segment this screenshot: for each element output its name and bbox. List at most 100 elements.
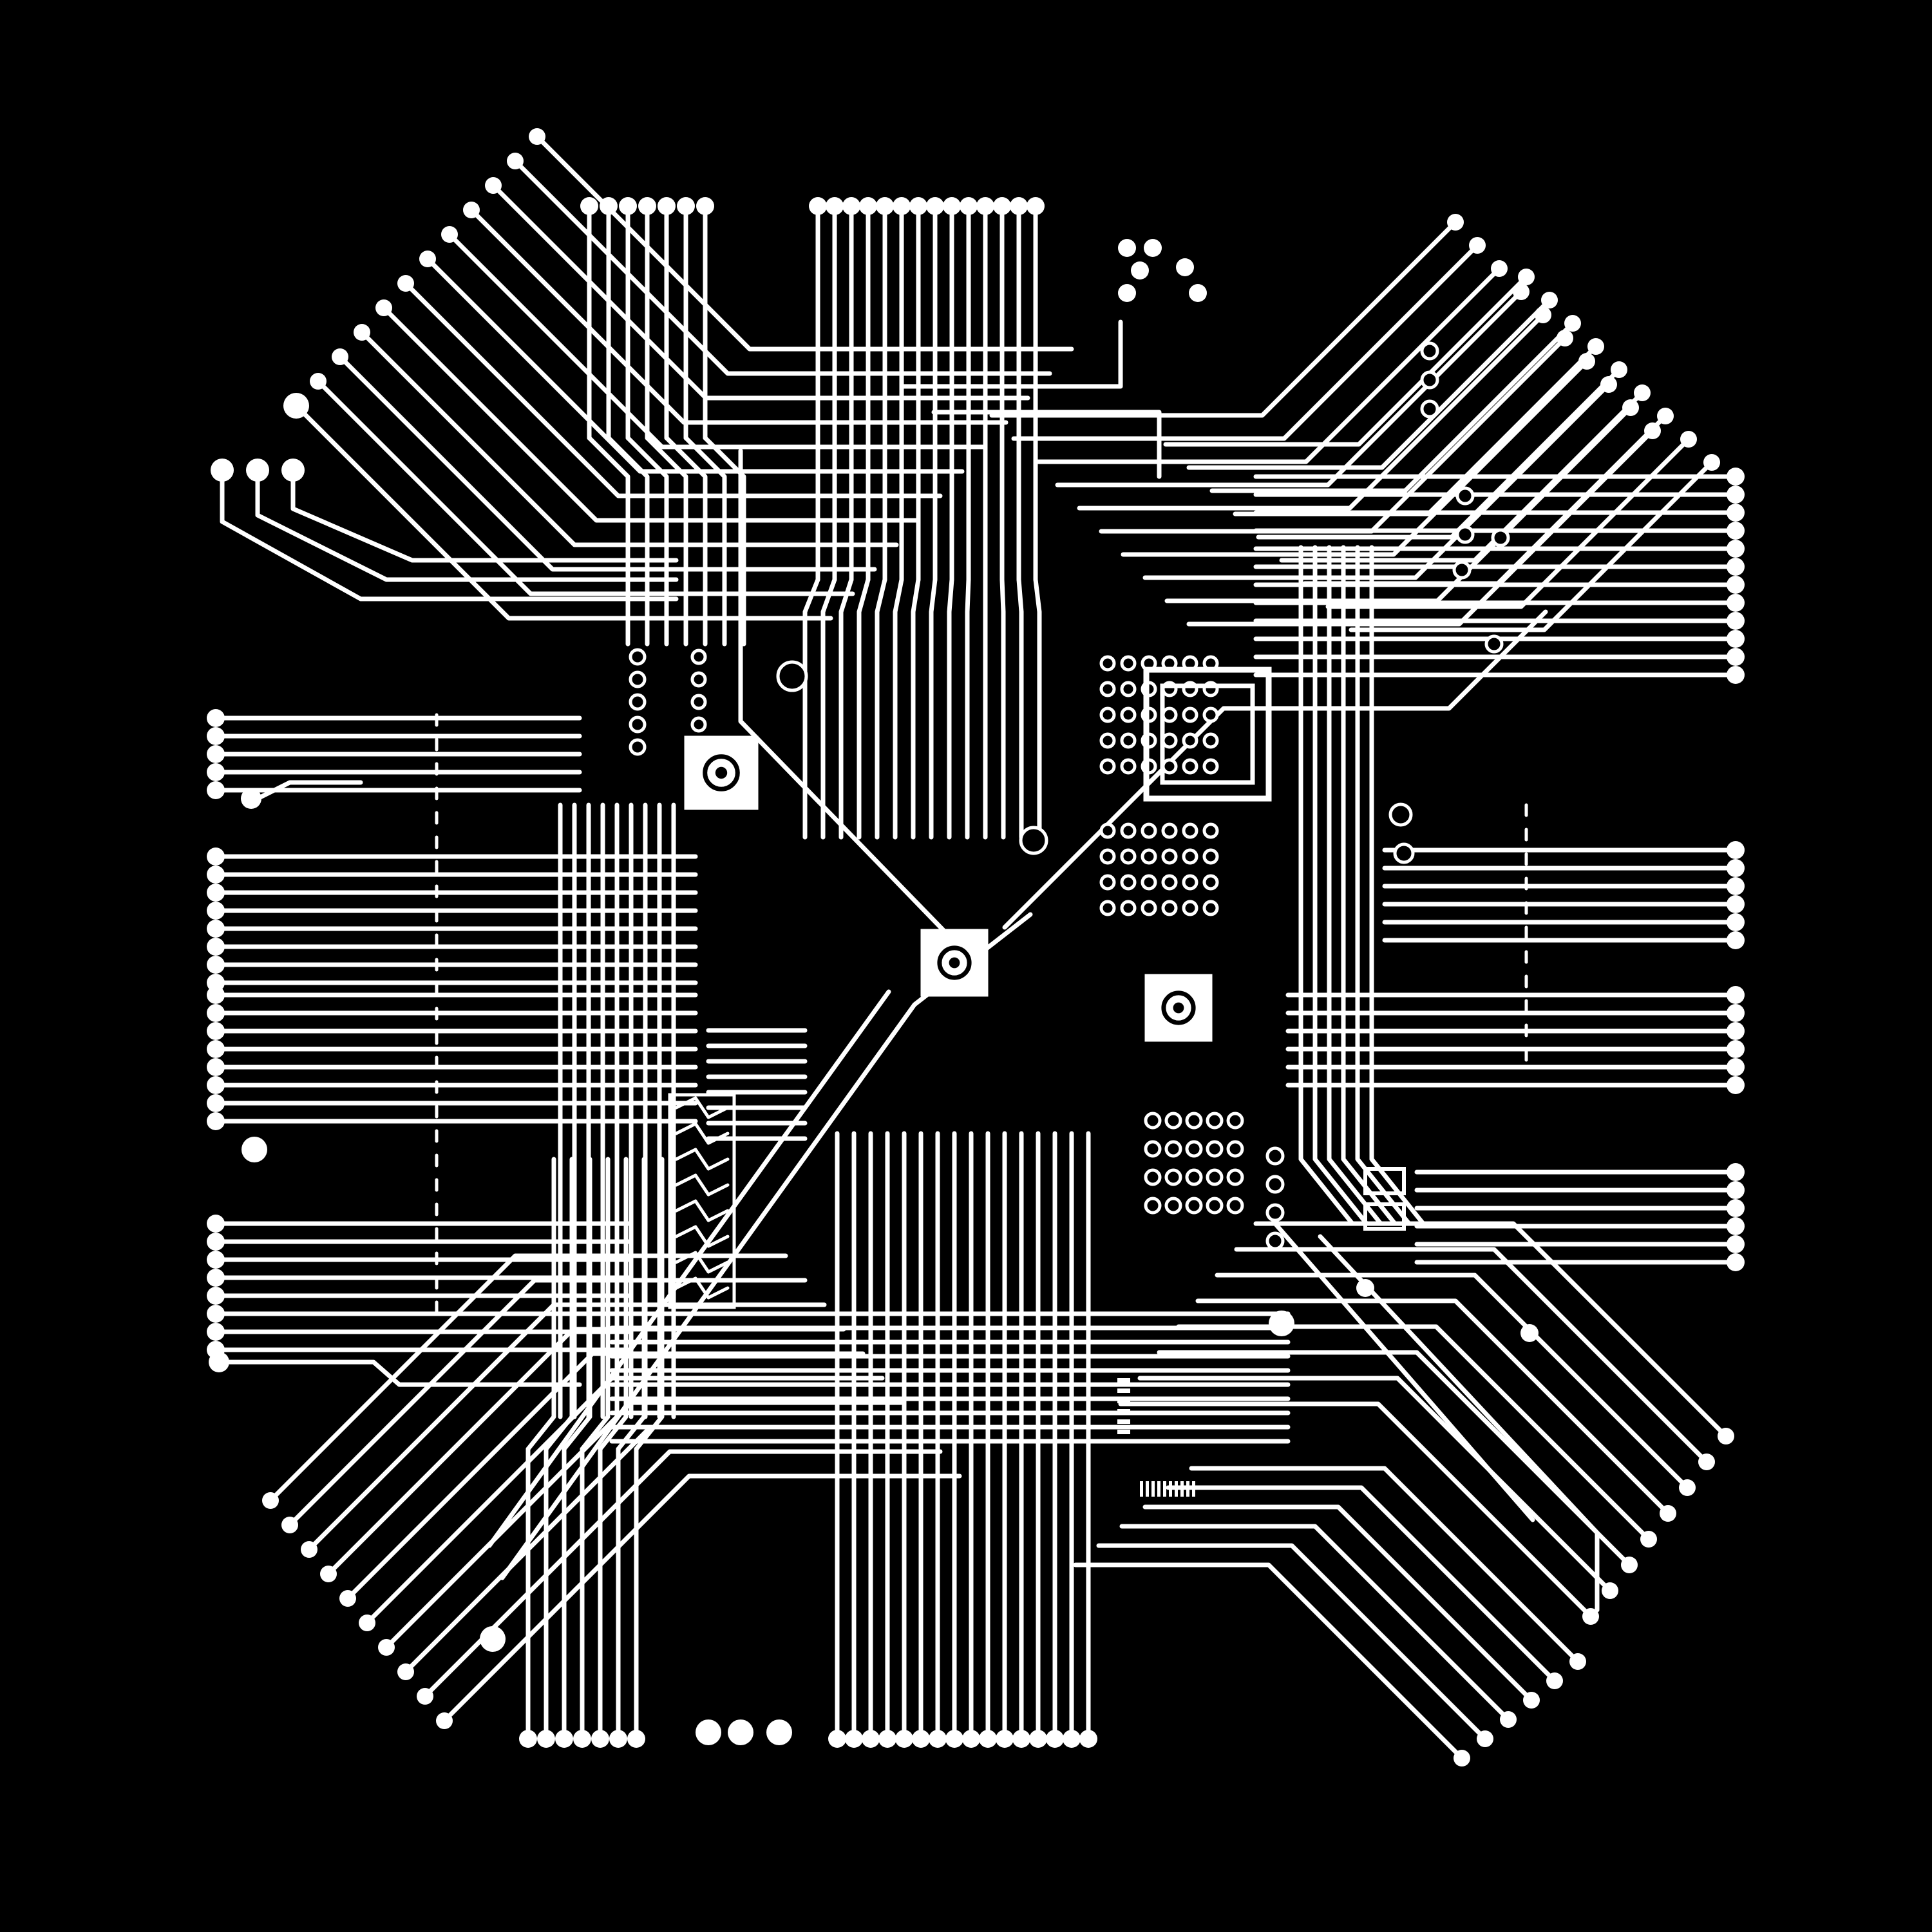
ic-pin xyxy=(1175,1481,1178,1497)
solder-pad xyxy=(1640,1531,1657,1548)
solder-pad xyxy=(1535,307,1551,323)
solder-pad xyxy=(1523,1692,1540,1709)
solder-pad xyxy=(1727,1199,1745,1217)
circuit-trace xyxy=(1055,289,1524,488)
solder-pad xyxy=(1727,468,1745,486)
circuit-trace xyxy=(359,330,899,547)
solder-pad xyxy=(1447,214,1464,231)
circuit-trace xyxy=(1118,1401,1593,1619)
solder-pad xyxy=(207,1287,225,1305)
resistor-mark xyxy=(1117,1419,1130,1424)
solder-pad xyxy=(945,1730,963,1748)
via-ring xyxy=(1185,1197,1203,1215)
solder-pad xyxy=(1644,422,1661,439)
solder-pad xyxy=(976,197,994,215)
via-ring xyxy=(1452,560,1472,580)
via-ring xyxy=(1202,874,1219,891)
circuit-trace xyxy=(255,780,363,801)
solder-pad xyxy=(1010,197,1028,215)
solder-pad xyxy=(1727,504,1745,522)
via-ring xyxy=(1120,822,1137,839)
circuit-trace xyxy=(381,305,921,523)
via-ring xyxy=(690,716,707,733)
circuit-trace xyxy=(1073,1562,1464,1761)
solder-pad xyxy=(417,1688,433,1705)
solder-pad xyxy=(207,1022,225,1040)
circuit-trace xyxy=(899,319,1123,389)
circuit-trace xyxy=(447,232,987,450)
solder-pad xyxy=(1727,895,1745,913)
via-ring xyxy=(1164,1112,1182,1130)
solder-pad xyxy=(1679,1479,1696,1496)
circuit-trace xyxy=(1253,1221,1728,1439)
solder-pad xyxy=(1727,630,1745,648)
processor-die xyxy=(1160,683,1255,785)
resistor-mark xyxy=(1117,1388,1130,1393)
circuit-trace xyxy=(316,379,855,596)
circuit-trace xyxy=(294,403,833,621)
solder-pad xyxy=(436,1712,453,1729)
solder-pad xyxy=(207,1058,225,1076)
circuit-trace xyxy=(674,1251,730,1274)
chip-inner-ring xyxy=(703,754,740,791)
solder-pad xyxy=(1557,330,1573,346)
circuit-trace xyxy=(875,577,887,840)
solder-pad xyxy=(320,1566,337,1582)
via-ring xyxy=(1161,848,1178,865)
via-ring xyxy=(1455,525,1475,544)
via-ring xyxy=(1420,370,1439,390)
solder-pad xyxy=(912,1730,930,1748)
solder-pad xyxy=(876,197,894,215)
solder-pad xyxy=(1600,376,1617,393)
circuit-trace xyxy=(255,468,679,582)
solder-pad xyxy=(281,1517,298,1533)
circuit-trace xyxy=(1325,437,1691,609)
solder-pad xyxy=(480,1626,506,1652)
via-ring xyxy=(1206,1140,1224,1158)
via-ring xyxy=(629,693,647,711)
solder-pad xyxy=(1189,284,1207,302)
solder-pad xyxy=(573,1730,591,1748)
circuit-trace xyxy=(911,577,921,840)
solder-pad xyxy=(1727,1022,1745,1040)
circuit-trace xyxy=(1121,359,1589,557)
solder-pad xyxy=(397,1663,414,1680)
circuit-trace xyxy=(947,577,954,840)
solder-pad xyxy=(1046,1730,1064,1748)
via-ring xyxy=(690,649,707,665)
solder-pad xyxy=(1727,1058,1745,1076)
circuit-trace xyxy=(838,577,854,840)
circuit-trace xyxy=(1016,577,1024,840)
solder-pad xyxy=(537,1730,555,1748)
solder-pad xyxy=(1727,1181,1745,1199)
via-ring xyxy=(1202,732,1219,749)
solder-pad xyxy=(1727,1076,1745,1094)
solder-pad xyxy=(1703,454,1720,471)
ic-pin xyxy=(1151,1481,1155,1497)
circuit-trace xyxy=(674,1173,730,1197)
solder-pad xyxy=(1477,1730,1493,1747)
solder-pad xyxy=(339,1590,356,1607)
smd-component xyxy=(1363,1167,1406,1195)
solder-pad xyxy=(1079,1730,1097,1748)
via-ring xyxy=(1099,758,1116,775)
chip-inner-ring xyxy=(937,945,972,980)
solder-pad xyxy=(845,1730,863,1748)
solder-pad xyxy=(1727,986,1745,1004)
solder-pad xyxy=(580,197,598,215)
solder-pad xyxy=(1520,1324,1539,1342)
via-ring xyxy=(1141,900,1157,916)
solder-pad xyxy=(1469,237,1486,254)
circuit-trace xyxy=(220,468,679,601)
via-ring xyxy=(1420,399,1439,419)
resistor-mark xyxy=(1117,1409,1130,1414)
circuit-trace xyxy=(1033,577,1042,840)
via-ring xyxy=(1265,1231,1285,1251)
solder-pad xyxy=(929,1730,947,1748)
circuit-trace xyxy=(703,435,746,647)
solder-pad xyxy=(1144,239,1162,257)
solder-pad xyxy=(1500,1711,1517,1728)
via-ring xyxy=(1393,842,1415,864)
solder-pad xyxy=(207,1251,225,1269)
via-ring xyxy=(1141,874,1157,891)
